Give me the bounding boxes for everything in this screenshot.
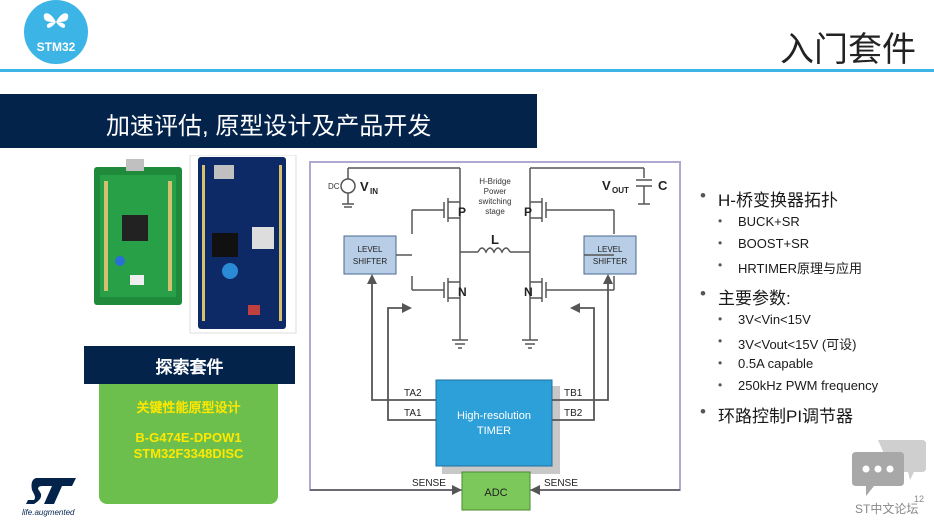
- level-shifter-right-l2: SHIFTER: [593, 257, 627, 266]
- bullet-control: 环路控制PI调节器: [700, 402, 934, 426]
- section-banner: [0, 94, 537, 148]
- mosfet-p-left: [411, 198, 460, 234]
- cap-label: C: [658, 178, 668, 193]
- sub-bullet: 0.5A capable: [700, 356, 934, 378]
- bullet-topology: H-桥变换器拓扑: [700, 186, 934, 210]
- sense-right-label: SENSE: [544, 478, 578, 489]
- page-title: 入门套件: [780, 31, 916, 69]
- inductor-label: L: [491, 232, 499, 247]
- sub-bullet: 3V<Vin<15V: [700, 312, 934, 334]
- kit-model-2: STM32F3348DISC: [133, 446, 244, 461]
- green-board-image: [94, 159, 182, 305]
- sub-bullet: 3V<Vout<15V (可设): [700, 334, 934, 356]
- ta2-label: TA2: [404, 388, 422, 399]
- vin-sub: IN: [370, 187, 378, 196]
- kit-header: 探索套件: [84, 346, 295, 384]
- tb1-label: TB1: [564, 388, 583, 399]
- tb2-line: [552, 307, 595, 421]
- hbridge-label-3: switching: [479, 197, 512, 206]
- ta2-line: [371, 278, 436, 401]
- sub-bullet: HRTIMER原理与应用: [700, 258, 934, 280]
- banner-text: 加速评估, 原型设计及产品开发: [106, 113, 432, 140]
- blue-board-image: [189, 155, 297, 334]
- p-left-label: P: [458, 205, 466, 219]
- bullet-parameters: 主要参数:: [700, 284, 934, 308]
- tb2-label: TB2: [564, 408, 583, 419]
- sub-bullet: 250kHz PWM frequency: [700, 378, 934, 400]
- logo-text: STM32: [36, 40, 76, 54]
- tb1-line: [552, 278, 609, 401]
- timer-label-1: High-resolution: [457, 410, 531, 422]
- header-divider: [0, 69, 934, 72]
- kit-model-1: B-G474E-DPOW1: [135, 430, 242, 445]
- n-left-label: N: [458, 285, 467, 299]
- forum-label[interactable]: ST中文论坛: [855, 502, 919, 516]
- mosfet-p-right: [530, 198, 615, 234]
- dc-label: DC: [328, 182, 340, 191]
- chat-bubble-icon[interactable]: [852, 438, 928, 500]
- mosfet-n-right: [530, 276, 615, 302]
- level-shifter-left-l2: SHIFTER: [353, 257, 387, 266]
- sub-bullet: BUCK+SR: [700, 214, 934, 236]
- kit-info-box: 关键性能原型设计 B-G474E-DPOW1 STM32F3348DISC: [99, 384, 278, 504]
- p-right-label: P: [524, 205, 532, 219]
- adc-label: ADC: [484, 487, 507, 499]
- inductor-icon: [477, 247, 511, 254]
- level-shifter-left: [343, 235, 397, 275]
- hbridge-label-2: Power: [484, 187, 507, 196]
- st-logo-icon: [26, 478, 76, 504]
- vout-label: V: [602, 178, 611, 193]
- ta1-label: TA1: [404, 408, 422, 419]
- kit-subtitle: 关键性能原型设计: [136, 400, 241, 415]
- n-right-label: N: [524, 285, 533, 299]
- level-shifter-left-l1: LEVEL: [358, 245, 383, 254]
- brand-tagline: life.augmented: [22, 508, 75, 517]
- ground-right-icon: [522, 328, 538, 349]
- mosfet-n-left: [411, 276, 460, 302]
- sense-left-label: SENSE: [412, 478, 446, 489]
- vin-label: V: [360, 179, 369, 194]
- page-number: 12: [914, 494, 925, 504]
- sub-bullet: BOOST+SR: [700, 236, 934, 258]
- h-bridge-diagram: DC V IN V OUT C H-Bridge Power switching…: [309, 161, 681, 511]
- feature-list: H-桥变换器拓扑 BUCK+SR BOOST+SR HRTIMER原理与应用 主…: [700, 186, 934, 430]
- vout-sub: OUT: [612, 186, 629, 195]
- butterfly-icon: [43, 13, 69, 28]
- timer-label-2: TIMER: [477, 425, 511, 437]
- board-images: [94, 155, 297, 334]
- hr-timer-block: [435, 379, 553, 467]
- adc-block: [461, 471, 531, 511]
- stm32-logo: STM32: [24, 0, 88, 64]
- hbridge-label-1: H-Bridge: [479, 177, 511, 186]
- hbridge-label-4: stage: [485, 207, 505, 216]
- level-shifter-right-l1: LEVEL: [598, 245, 623, 254]
- ground-left-icon: [452, 328, 468, 349]
- ta1-line: [387, 307, 436, 421]
